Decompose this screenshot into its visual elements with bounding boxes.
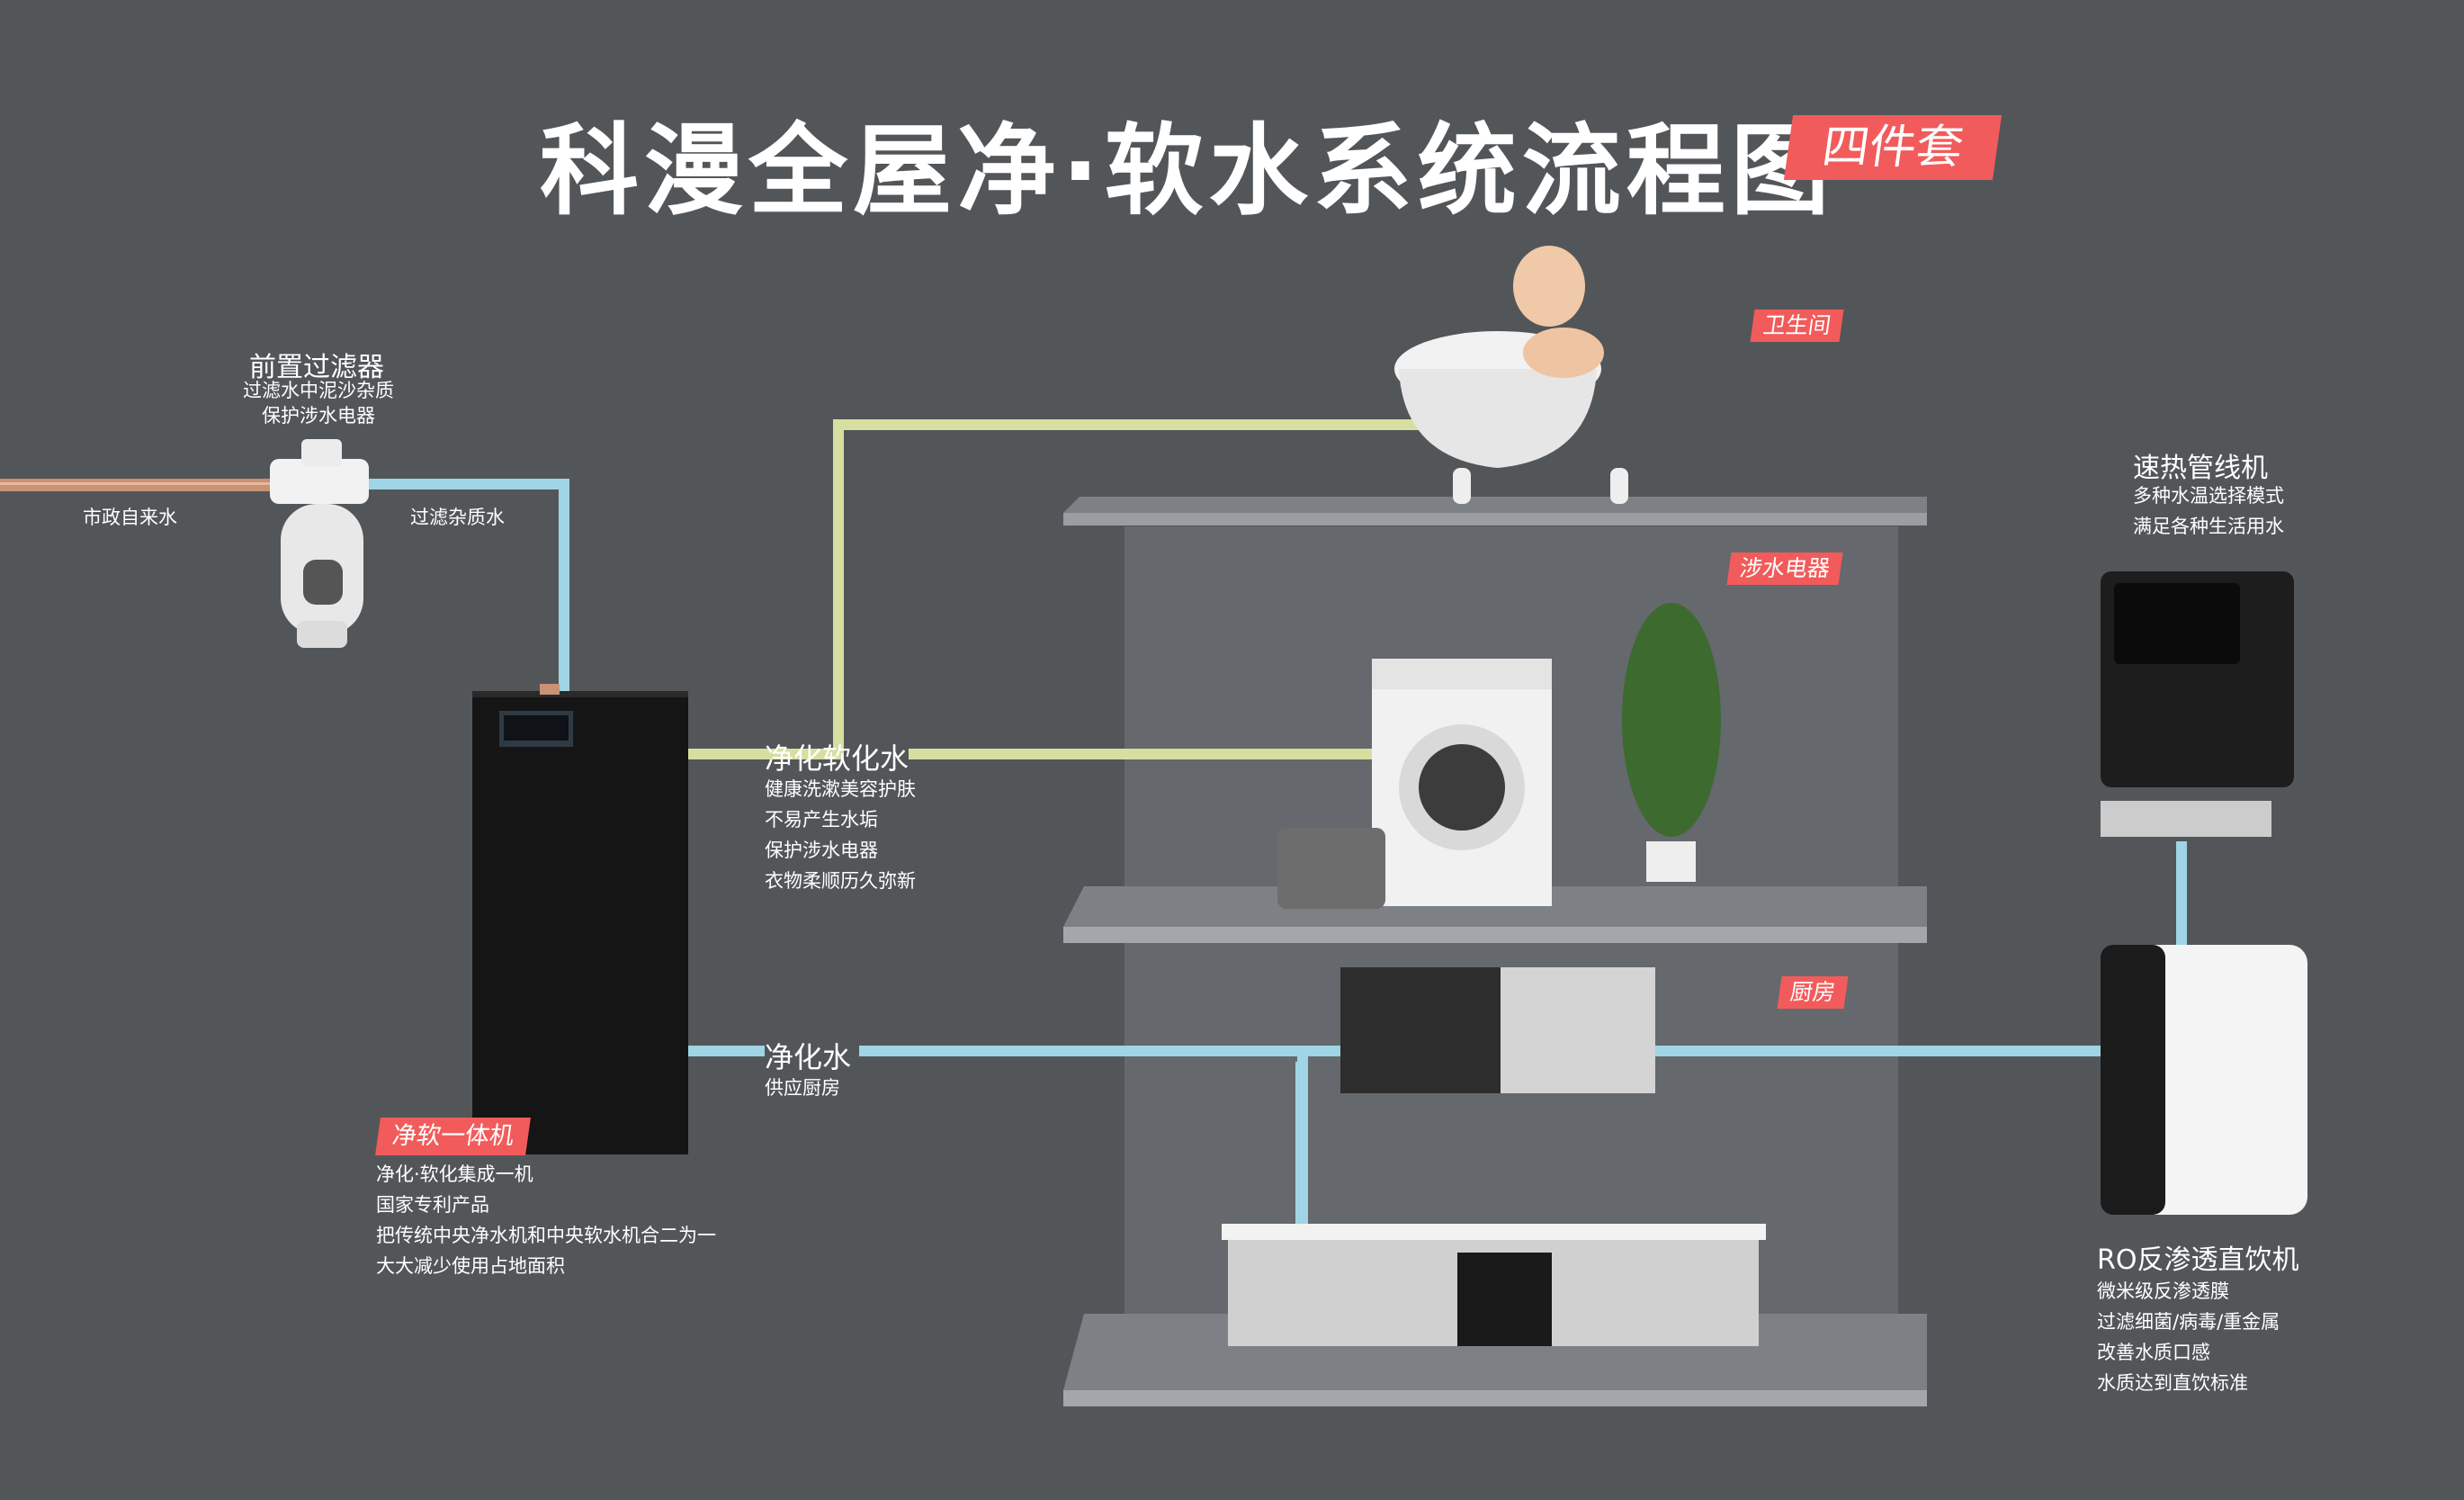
laundry-basket bbox=[1277, 828, 1385, 909]
plant bbox=[1622, 603, 1721, 882]
water-heater-title: 速热管线机 bbox=[2133, 453, 2268, 484]
bathtub bbox=[1394, 246, 1628, 504]
pipe-soft-water bbox=[688, 419, 1430, 759]
soft-water-description: 健康洗漱美容护肤 不易产生水垢 保护涉水电器 衣物柔顺历久弥新 bbox=[765, 774, 916, 896]
ro-line: 过滤细菌/病毒/重金属 bbox=[2097, 1311, 2280, 1333]
pure-water-title: 净化水 bbox=[765, 1040, 852, 1074]
integrated-line: 国家专利产品 bbox=[376, 1194, 489, 1216]
ro-purifier-device bbox=[2101, 945, 2307, 1215]
appliances-badge: 涉水电器 bbox=[1726, 552, 1843, 585]
integrated-machine-badge: 净软一体机 bbox=[375, 1118, 531, 1155]
water-heater-description: 多种水温选择模式 满足各种生活用水 bbox=[2133, 481, 2284, 542]
kitchen-counter bbox=[1222, 1224, 1766, 1346]
soft-water-title: 净化软化水 bbox=[765, 741, 909, 776]
pipe-filtered bbox=[364, 479, 569, 691]
ro-purifier-title: RO反渗透直饮机 bbox=[2097, 1244, 2299, 1276]
pure-water-description: 供应厨房 bbox=[765, 1073, 840, 1103]
integrated-line: 把传统中央净水机和中央软水机合二为一 bbox=[376, 1225, 716, 1246]
page-title: 科漫全屋净·软水系统流程图 bbox=[540, 113, 1835, 229]
set-badge: 四件套 bbox=[1783, 115, 2003, 180]
pre-filter-line: 过滤水中泥沙杂质 bbox=[243, 380, 394, 401]
water-heater-line: 满足各种生活用水 bbox=[2133, 516, 2284, 537]
filtered-water-label: 过滤杂质水 bbox=[410, 507, 505, 528]
pre-filter-device bbox=[270, 439, 369, 648]
ro-line: 水质达到直饮标准 bbox=[2097, 1372, 2248, 1394]
pure-water-line: 供应厨房 bbox=[765, 1077, 840, 1099]
ro-line: 改善水质口感 bbox=[2097, 1342, 2210, 1363]
kitchen-wall-cabinet bbox=[1340, 967, 1655, 1093]
water-heater-line: 多种水温选择模式 bbox=[2133, 485, 2284, 507]
pre-filter-line: 保护涉水电器 bbox=[262, 405, 375, 427]
municipal-water-label: 市政自来水 bbox=[83, 507, 177, 528]
soft-water-line: 不易产生水垢 bbox=[765, 809, 878, 831]
bathroom-badge: 卫生间 bbox=[1750, 310, 1844, 342]
ro-line: 微米级反渗透膜 bbox=[2097, 1280, 2229, 1302]
integrated-line: 大大减少使用占地面积 bbox=[376, 1255, 565, 1277]
shelf-top bbox=[1063, 497, 1927, 525]
washing-machine bbox=[1372, 659, 1552, 906]
kitchen-badge: 厨房 bbox=[1777, 976, 1849, 1009]
soft-water-line: 保护涉水电器 bbox=[765, 840, 878, 861]
integrated-line: 净化·软化集成一机 bbox=[376, 1163, 533, 1185]
pre-filter-title: 前置过滤器 bbox=[249, 352, 384, 383]
water-heater-device bbox=[2101, 571, 2294, 837]
ro-purifier-description: 微米级反渗透膜 过滤细菌/病毒/重金属 改善水质口感 水质达到直饮标准 bbox=[2097, 1276, 2280, 1398]
pipe-municipal bbox=[0, 479, 288, 491]
integrated-machine bbox=[472, 684, 688, 1154]
integrated-machine-description: 净化·软化集成一机 国家专利产品 把传统中央净水机和中央软水机合二为一 大大减少… bbox=[376, 1159, 716, 1281]
soft-water-line: 健康洗漱美容护肤 bbox=[765, 778, 916, 800]
pre-filter-description: 过滤水中泥沙杂质 保护涉水电器 bbox=[243, 378, 394, 428]
soft-water-line: 衣物柔顺历久弥新 bbox=[765, 870, 916, 892]
